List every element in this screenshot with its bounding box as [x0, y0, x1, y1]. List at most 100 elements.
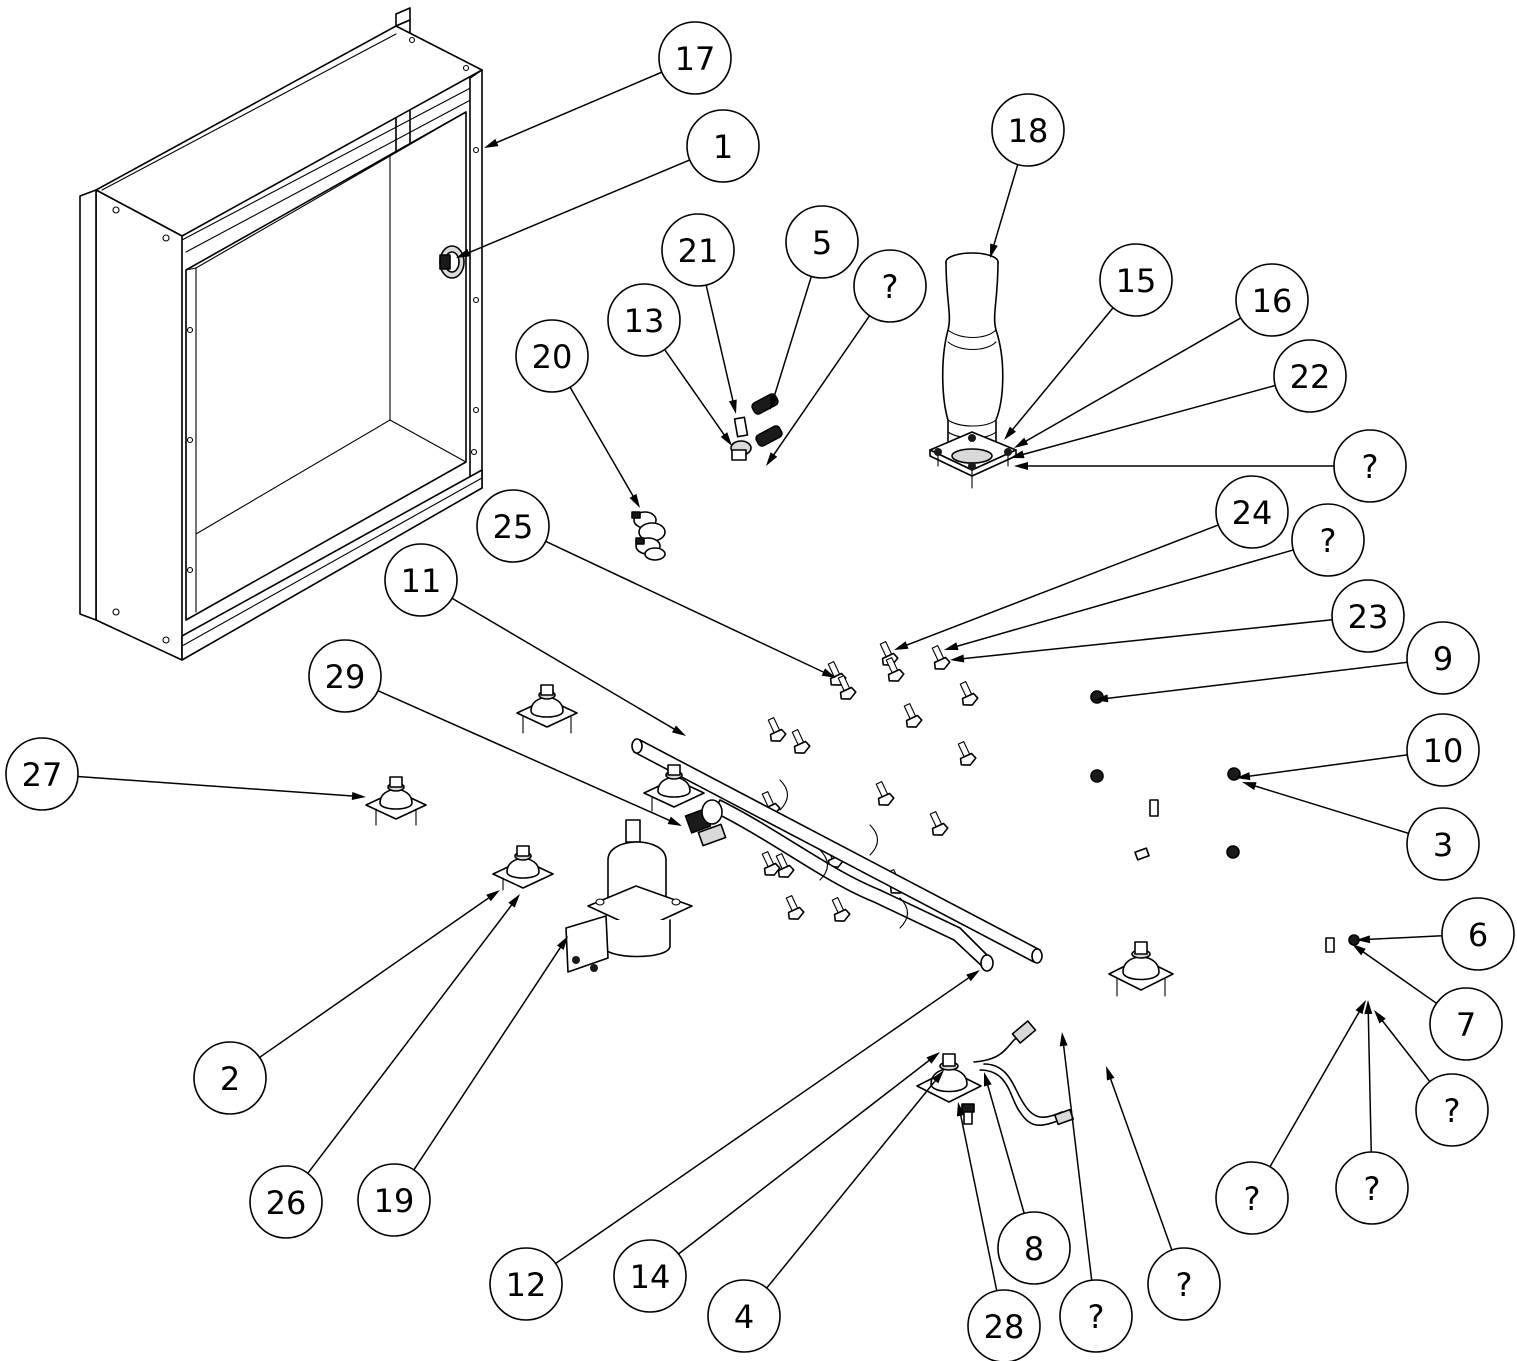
balloon-bq4: ?: [1415, 1073, 1489, 1147]
leader-line-b18: [992, 164, 1019, 249]
arrowhead-bq3: [944, 642, 959, 650]
balloon-circle: [249, 1165, 323, 1239]
balloon-circle: [686, 109, 760, 183]
balloon-b22: 22: [1273, 339, 1347, 413]
balloon-label: 21: [678, 232, 719, 270]
arrowhead-b15: [1004, 426, 1016, 440]
leader-line-b2: [259, 895, 493, 1059]
leader-line-b6: [1365, 935, 1443, 941]
arrowhead-b8: [983, 1072, 992, 1087]
bolt: [875, 781, 895, 806]
balloon-b17: 17: [658, 21, 732, 95]
arrowhead-b20: [629, 493, 640, 508]
balloon-bq6: ?: [1335, 1151, 1409, 1225]
balloon-label: 25: [493, 508, 534, 546]
sensor-cable-part-8: [961, 1020, 1075, 1127]
arrowhead-b16: [1014, 437, 1029, 448]
balloon-b10: 10: [1406, 713, 1480, 787]
leader-line-b7: [1359, 949, 1437, 1004]
balloon-circle: [785, 205, 859, 279]
arrowhead-b2: [486, 890, 500, 902]
arrowhead-b17: [484, 138, 499, 148]
balloon-b4: 4: [707, 1279, 781, 1353]
leader-line-b23: [959, 619, 1333, 660]
arrowhead-b1: [456, 248, 471, 258]
balloon-label: 9: [1433, 640, 1453, 678]
leader-line-bq6: [1367, 1009, 1372, 1153]
balloon-circle: [1215, 475, 1289, 549]
connector-part-1: [439, 245, 465, 279]
balloon-circle: [707, 1279, 781, 1353]
balloon-b7: 7: [1429, 987, 1503, 1061]
balloon-circle: [1406, 621, 1480, 695]
bolt: [791, 729, 811, 754]
balloon-label: ?: [882, 268, 899, 306]
balloon-circle: [1415, 1073, 1489, 1147]
leader-line-bq4: [1379, 1017, 1431, 1083]
leader-line-b14: [678, 1057, 933, 1255]
leader-line-b11: [451, 597, 678, 732]
balloon-label: 14: [630, 1258, 671, 1296]
arrowhead-b23: [950, 654, 965, 663]
balloon-circle: [658, 21, 732, 95]
balloon-b3: 3: [1406, 807, 1480, 881]
balloon-label: 16: [1252, 282, 1293, 320]
arrowhead-b21: [728, 399, 737, 414]
balloon-label: 15: [1116, 262, 1157, 300]
arrowhead-bq6: [1364, 1000, 1373, 1015]
arrowhead-b26: [508, 894, 520, 908]
leader-line-b25: [545, 540, 828, 675]
balloon-b20: 20: [515, 319, 589, 393]
arrowhead-b25: [821, 668, 836, 678]
balloon-label: 10: [1423, 732, 1464, 770]
balloon-circle: [489, 1247, 563, 1321]
balloon-circle: [308, 639, 382, 713]
balloon-bq2: ?: [1333, 429, 1407, 503]
bolt: [885, 657, 905, 682]
balloon-label: 28: [984, 1308, 1025, 1346]
balloon-circle: [1406, 807, 1480, 881]
balloon-circle: [1099, 243, 1173, 317]
balloon-label: 11: [401, 562, 442, 600]
balloon-circle: [1406, 713, 1480, 787]
balloon-label: ?: [1362, 448, 1379, 486]
balloon-label: 19: [374, 1182, 415, 1220]
leader-line-b13: [663, 349, 727, 439]
balloon-label: 1: [713, 128, 733, 166]
balloon-circle: [997, 1211, 1071, 1285]
leader-line-b27: [77, 775, 357, 798]
balloon-circle: [1235, 263, 1309, 337]
balloon-b18: 18: [991, 93, 1065, 167]
balloon-circle: [1059, 1279, 1133, 1353]
balloon-label: ?: [1244, 1180, 1261, 1218]
filter-canister-part-19: [565, 819, 693, 973]
balloon-label: 17: [675, 40, 716, 78]
arrowhead-b29: [667, 816, 682, 826]
bellows-part-18: [929, 252, 1017, 489]
balloon-bq3: ?: [1291, 503, 1365, 577]
balloon-label: 26: [266, 1184, 307, 1222]
bolt: [831, 897, 851, 922]
leader-line-bq8: [1062, 1041, 1093, 1281]
leader-line-b12: [555, 975, 973, 1265]
balloon-label: 5: [812, 224, 832, 262]
leader-line-b17: [492, 71, 663, 145]
balloon-b23: 23: [1331, 579, 1405, 653]
balloon-circle: [1291, 503, 1365, 577]
balloon-b8: 8: [997, 1211, 1071, 1285]
valve-part-29: [684, 799, 727, 847]
arrowhead-b10: [1236, 772, 1251, 781]
balloon-label: ?: [1364, 1170, 1381, 1208]
balloon-circle: [1335, 1151, 1409, 1225]
balloon-b13: 13: [607, 283, 681, 357]
leader-line-bq7: [1108, 1075, 1173, 1251]
balloon-b21: 21: [661, 213, 735, 287]
leader-line-b26: [307, 901, 515, 1174]
arrowhead-b13: [720, 432, 732, 446]
vibration-mount-4: [916, 1053, 982, 1103]
leader-line-b15: [1009, 307, 1114, 433]
vibration-mount-right: [1108, 941, 1174, 997]
arrowhead-b7: [1352, 944, 1366, 956]
